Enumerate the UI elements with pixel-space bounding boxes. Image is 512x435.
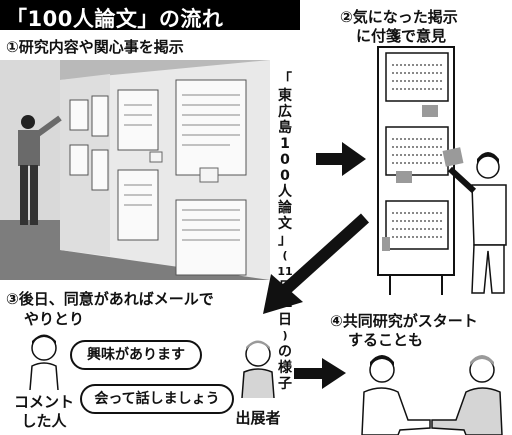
arrow-right-icon — [316, 142, 366, 176]
photo-caption-char: ) — [282, 329, 288, 342]
photo-caption-char: 文 — [278, 216, 292, 232]
photo-caption-char: 子 — [278, 376, 292, 392]
commenter-label-line1: コメント — [13, 393, 74, 411]
photo-caption-char: 論 — [278, 200, 292, 216]
photo-caption-char: 人 — [278, 184, 292, 200]
photo-caption-char: 0 — [280, 168, 290, 184]
step-1-label: ①研究内容や関心事を掲示 — [6, 38, 184, 56]
exhibitor-label: 出展者 — [235, 409, 281, 427]
photo-caption-char: ( — [282, 249, 288, 262]
handshake-illustration — [361, 355, 503, 435]
step-2-label-line1: ②気になった掲示 — [340, 8, 458, 26]
photo-caption-char: の — [278, 344, 292, 360]
exhibition-photo-illustration — [0, 60, 270, 280]
exhibition-photo — [0, 60, 270, 280]
speech-bubble-interest: 興味があります — [70, 340, 202, 370]
commenter-person-icon — [29, 334, 59, 391]
step-3-label-line2: やりとり — [24, 310, 85, 328]
commenter-label-line2: した人 — [21, 412, 67, 430]
step-4-label-line1: ④共同研究がスタート — [330, 312, 478, 330]
title-bar — [0, 0, 300, 30]
step-4-label-line2: することも — [348, 331, 424, 349]
photo-caption-char: 日 — [278, 312, 292, 328]
step-3-label-line1: ③後日、同意があればメールで — [6, 290, 214, 308]
speech-bubble-meet: 会って話しましょう — [80, 384, 234, 414]
arrow-down-left-icon — [263, 213, 370, 314]
photo-caption-char: 様 — [278, 360, 292, 376]
step-2-label-line2: に付箋で意見 — [356, 27, 447, 45]
page-title: 「100人論文」の流れ — [6, 7, 224, 31]
photo-caption-char: 「 — [278, 72, 292, 88]
photo-caption: 「 東 広 島 1 0 0 人 論 文 」 ( 11 月 22 日 ) の 様 … — [275, 72, 295, 392]
photo-caption-char: 東 — [278, 88, 292, 104]
photo-caption-char: 0 — [280, 152, 290, 168]
arrow-right-icon — [294, 358, 346, 389]
exhibitor-person-icon — [241, 340, 275, 399]
poster-board-illustration — [377, 46, 507, 295]
photo-caption-char: 」 — [278, 232, 292, 248]
photo-caption-char: 11 — [277, 265, 293, 278]
photo-caption-char: 島 — [278, 120, 292, 136]
photo-caption-char: 1 — [280, 136, 290, 152]
photo-caption-char: 広 — [278, 104, 292, 120]
